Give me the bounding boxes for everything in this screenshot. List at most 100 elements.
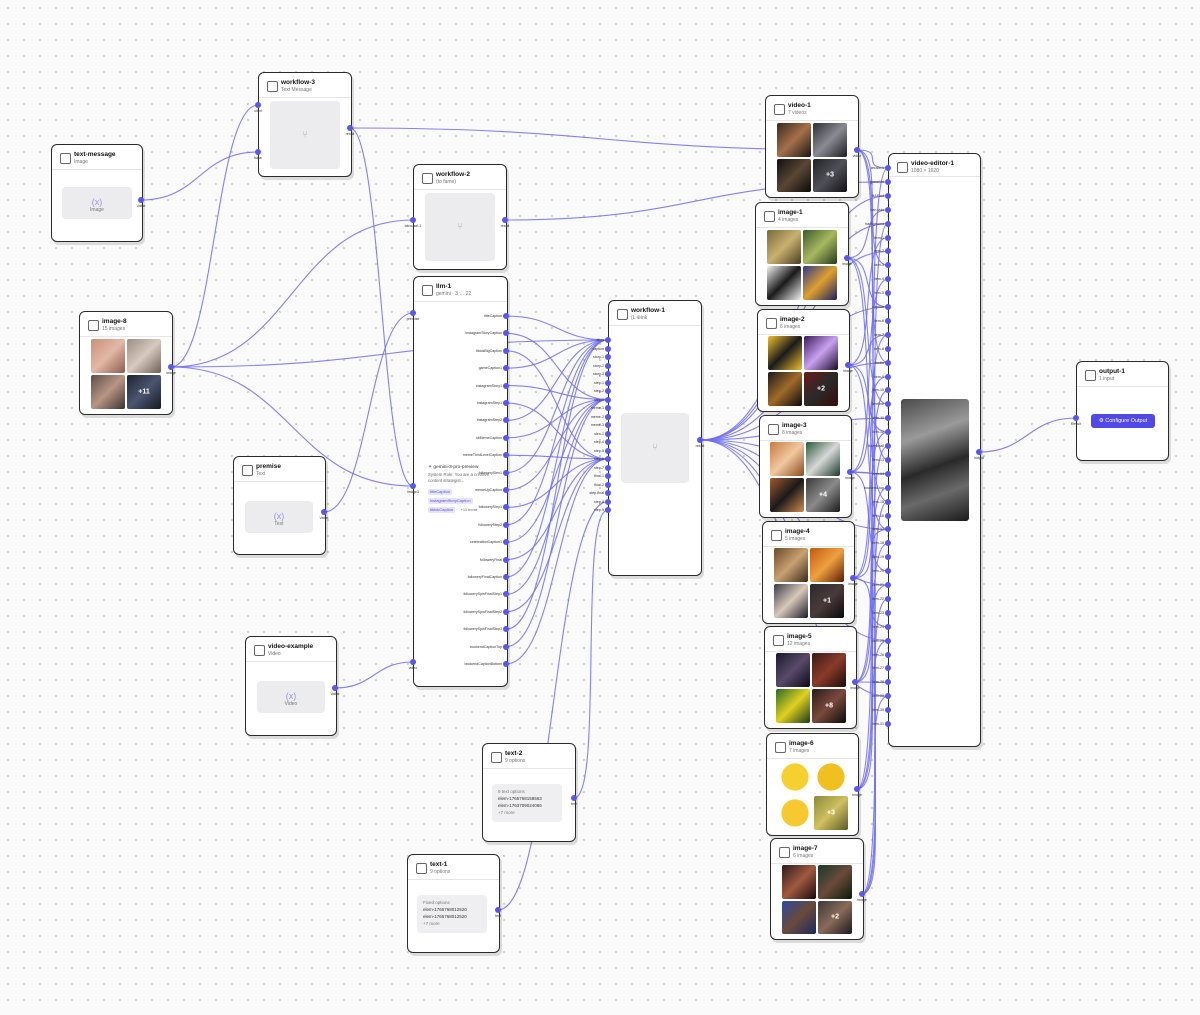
port-handle[interactable] bbox=[503, 626, 509, 633]
port-handle[interactable] bbox=[885, 568, 891, 575]
port-handle[interactable] bbox=[885, 623, 891, 630]
port-handle[interactable] bbox=[410, 659, 416, 665]
port-handle[interactable] bbox=[410, 217, 416, 223]
port-handle[interactable] bbox=[503, 330, 509, 337]
port-handle[interactable] bbox=[503, 608, 509, 615]
port-handle[interactable] bbox=[885, 304, 891, 310]
port-handle[interactable] bbox=[885, 721, 891, 727]
port-handle[interactable] bbox=[885, 262, 891, 269]
port-handle[interactable] bbox=[503, 521, 509, 528]
node-workflow-1[interactable]: workflow-1 (L ⊕ink ⑂ bbox=[608, 300, 702, 576]
port-handle[interactable] bbox=[976, 449, 982, 455]
port-handle[interactable] bbox=[885, 387, 891, 394]
port-handle[interactable] bbox=[605, 337, 611, 343]
port-handle[interactable] bbox=[885, 512, 891, 519]
port-handle[interactable] bbox=[503, 643, 509, 650]
port-handle[interactable] bbox=[885, 443, 891, 449]
port-handle[interactable] bbox=[503, 452, 509, 459]
port-handle[interactable] bbox=[885, 401, 891, 408]
node-video-1[interactable]: video-1 7 videos +3 bbox=[765, 95, 859, 198]
port-handle[interactable] bbox=[885, 317, 891, 324]
port-handle[interactable] bbox=[885, 165, 891, 171]
port-handle[interactable] bbox=[885, 456, 891, 463]
port-handle[interactable] bbox=[503, 365, 509, 372]
port-handle[interactable] bbox=[885, 540, 891, 547]
node-image-3[interactable]: image-3 8 images +4 bbox=[759, 415, 852, 518]
port-handle[interactable] bbox=[885, 373, 891, 380]
port-handle[interactable] bbox=[885, 345, 891, 352]
port-handle[interactable] bbox=[605, 354, 611, 360]
port-handle[interactable] bbox=[605, 362, 611, 369]
port-handle[interactable] bbox=[503, 539, 509, 546]
port-handle[interactable] bbox=[885, 415, 891, 422]
port-handle[interactable] bbox=[410, 310, 416, 316]
port-handle[interactable] bbox=[321, 509, 327, 515]
port-handle[interactable] bbox=[852, 679, 858, 685]
port-handle[interactable] bbox=[503, 347, 509, 354]
port-handle[interactable] bbox=[605, 464, 611, 471]
port-handle[interactable] bbox=[571, 795, 577, 801]
port-handle[interactable] bbox=[885, 637, 891, 644]
port-handle[interactable] bbox=[885, 484, 891, 491]
port-handle[interactable] bbox=[885, 582, 891, 588]
port-handle[interactable] bbox=[885, 609, 891, 616]
node-image-8[interactable]: image-8 15 images +11 bbox=[79, 311, 173, 415]
port-handle[interactable] bbox=[885, 665, 891, 672]
port-handle[interactable] bbox=[605, 439, 611, 445]
port-handle[interactable] bbox=[605, 396, 611, 403]
port-handle[interactable] bbox=[605, 447, 611, 454]
port-handle[interactable] bbox=[605, 473, 611, 479]
port-handle[interactable] bbox=[885, 526, 891, 533]
node-image-2[interactable]: image-2 6 images +2 bbox=[757, 309, 850, 412]
port-handle[interactable] bbox=[332, 685, 338, 691]
port-handle[interactable] bbox=[410, 483, 416, 489]
port-handle[interactable] bbox=[885, 290, 891, 297]
port-handle[interactable] bbox=[503, 400, 509, 406]
port-handle[interactable] bbox=[503, 434, 509, 441]
port-handle[interactable] bbox=[885, 192, 891, 199]
port-handle[interactable] bbox=[885, 220, 891, 227]
port-handle[interactable] bbox=[1073, 415, 1079, 421]
port-handle[interactable] bbox=[503, 469, 509, 476]
node-video-example[interactable]: video-example Video (x) Video bbox=[245, 636, 337, 736]
port-handle[interactable] bbox=[605, 388, 611, 394]
node-video-editor-1[interactable]: video-editor-1 1080 × 1920 bbox=[888, 153, 981, 747]
port-handle[interactable] bbox=[885, 248, 891, 255]
port-handle[interactable] bbox=[138, 197, 144, 203]
port-handle[interactable] bbox=[854, 786, 860, 792]
port-handle[interactable] bbox=[697, 437, 703, 443]
node-text-message[interactable]: text-message Image (x) Image bbox=[51, 144, 143, 242]
node-image-6[interactable]: image-6 7 images +3 bbox=[766, 733, 859, 836]
port-handle[interactable] bbox=[885, 554, 891, 561]
node-image-4[interactable]: image-4 5 images +1 bbox=[762, 521, 855, 624]
port-handle[interactable] bbox=[495, 907, 501, 913]
port-handle[interactable] bbox=[885, 470, 891, 477]
port-handle[interactable] bbox=[503, 661, 509, 667]
port-handle[interactable] bbox=[605, 379, 611, 386]
port-handle[interactable] bbox=[845, 362, 851, 368]
configure-output-button[interactable]: ⚙ Configure Output bbox=[1091, 414, 1155, 428]
port-handle[interactable] bbox=[854, 147, 860, 153]
port-handle[interactable] bbox=[503, 487, 509, 493]
port-handle[interactable] bbox=[885, 707, 891, 714]
node-text-1[interactable]: text-1 9 options Fixed options elem-1765… bbox=[407, 854, 500, 953]
port-handle[interactable] bbox=[885, 651, 891, 658]
node-premise[interactable]: premise Text (x) Text bbox=[233, 456, 326, 555]
port-handle[interactable] bbox=[503, 504, 509, 511]
port-handle[interactable] bbox=[168, 364, 174, 370]
node-workflow-3[interactable]: workflow-3 Text Message ⑂ bbox=[258, 72, 352, 177]
node-image-5[interactable]: image-5 12 images +8 bbox=[764, 626, 857, 729]
node-image-1[interactable]: image-1 4 images bbox=[755, 202, 849, 306]
port-handle[interactable] bbox=[255, 149, 261, 155]
node-text-2[interactable]: text-2 9 options 9 text options elem-176… bbox=[482, 743, 576, 842]
port-handle[interactable] bbox=[605, 430, 611, 437]
port-handle[interactable] bbox=[605, 413, 611, 420]
port-handle[interactable] bbox=[885, 178, 891, 185]
port-handle[interactable] bbox=[502, 217, 508, 223]
node-output-1[interactable]: output-1 1 input ⚙ Configure Output bbox=[1076, 361, 1169, 461]
port-handle[interactable] bbox=[859, 891, 865, 897]
port-handle[interactable] bbox=[885, 595, 891, 602]
port-handle[interactable] bbox=[850, 575, 856, 581]
port-handle[interactable] bbox=[885, 429, 891, 436]
port-handle[interactable] bbox=[503, 313, 509, 319]
